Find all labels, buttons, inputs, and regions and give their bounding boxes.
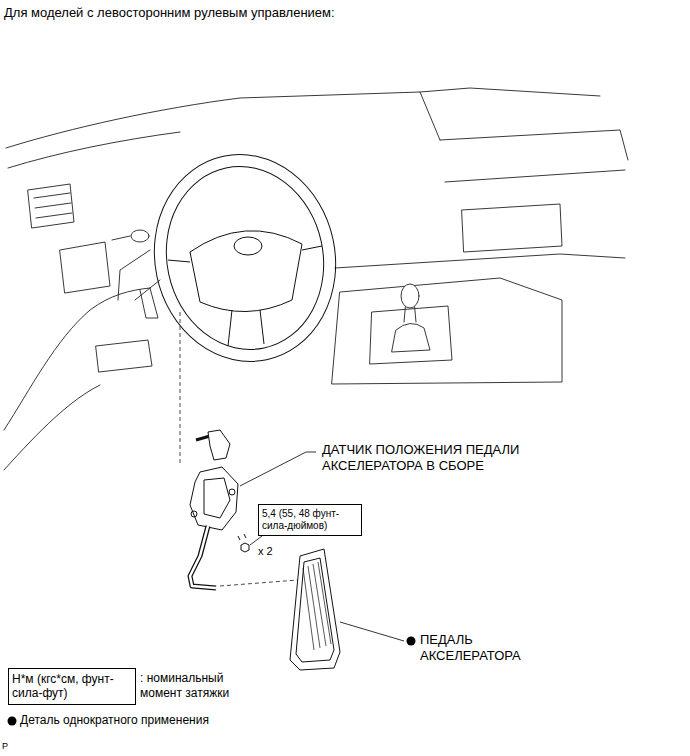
dash-top-line (440, 130, 628, 160)
glovebox-panel (462, 204, 562, 252)
torque-spec-box: 5,4 (55, 48 фунт-сила-дюймов) (258, 504, 362, 536)
accelerator-pedal (290, 549, 340, 670)
combination-switch (131, 230, 149, 242)
part-label: ПЕДАЛЬ АКСЕЛЕРАТОРА (420, 632, 550, 663)
switch-lever (112, 236, 130, 240)
single-use-mark (407, 637, 416, 646)
position-line (220, 580, 298, 586)
leader-line (340, 622, 404, 641)
diagram-title: Для моделей с левосторонним рулевым упра… (4, 5, 335, 21)
vent-slats (34, 193, 72, 218)
windshield-line (420, 88, 600, 96)
legend-text: : номинальный момент затяжки (140, 671, 258, 701)
console-top-line (335, 254, 625, 268)
bracket (140, 288, 158, 318)
shifter-base (370, 306, 452, 364)
legend-torque-box: Н*м (кгс*см, фунт-сила-фут) (8, 668, 136, 705)
dash-line (445, 170, 625, 182)
wheel-hub (190, 231, 302, 312)
door-line (4, 385, 100, 470)
wheel-rim (135, 138, 354, 379)
stud (238, 534, 246, 540)
page-mark: P (2, 741, 22, 752)
sensor-cover (204, 478, 230, 518)
leader-lines (240, 452, 404, 641)
switch-panel (60, 242, 110, 293)
mount-hole (191, 511, 197, 517)
pedal-arm-inner (190, 526, 216, 588)
pedal-face (296, 558, 334, 662)
wheel-rim-inner (150, 152, 341, 364)
pedal-ribs (303, 562, 331, 650)
air-vent (28, 184, 74, 228)
shifter-knob (401, 284, 419, 308)
steering-column (118, 250, 160, 300)
windshield-line (6, 92, 440, 148)
wheel-spokes (168, 246, 322, 346)
single-use-mark (8, 716, 17, 725)
legend-sample (6, 715, 18, 727)
door-line (4, 288, 150, 430)
sensor-body (190, 467, 238, 530)
shifter-boot (392, 323, 430, 352)
accelerator-sensor (190, 430, 249, 588)
nut (241, 543, 249, 552)
emblem (234, 237, 262, 255)
center-console (332, 278, 562, 384)
legend-text: Деталь однократного применения (20, 713, 209, 728)
leader-line (240, 452, 316, 486)
box-text: 5,4 (55, 48 фунт-сила-дюймов) (262, 508, 358, 532)
pedal-arm (190, 526, 216, 588)
connector (208, 430, 230, 460)
mount-hole (229, 489, 235, 495)
steering-wheel (135, 138, 354, 379)
wire-harness (196, 436, 210, 440)
pedal-pad (290, 549, 340, 670)
lower-panel (96, 340, 152, 372)
leader-line (250, 536, 262, 545)
box-text: Н*м (кгс*см, фунт-сила-фут) (12, 672, 132, 701)
dash-top-line (8, 132, 180, 168)
legend-item: : номинальный момент затяжки (140, 671, 258, 701)
part-label: ДАТЧИК ПОЛОЖЕНИЯ ПЕДАЛИ АКСЕЛЕРАТОРА В С… (322, 442, 562, 473)
legend-item: Деталь однократного применения (6, 713, 306, 728)
quantity-label: x 2 (258, 545, 298, 558)
car-interior (4, 88, 628, 470)
position-line (180, 312, 181, 466)
